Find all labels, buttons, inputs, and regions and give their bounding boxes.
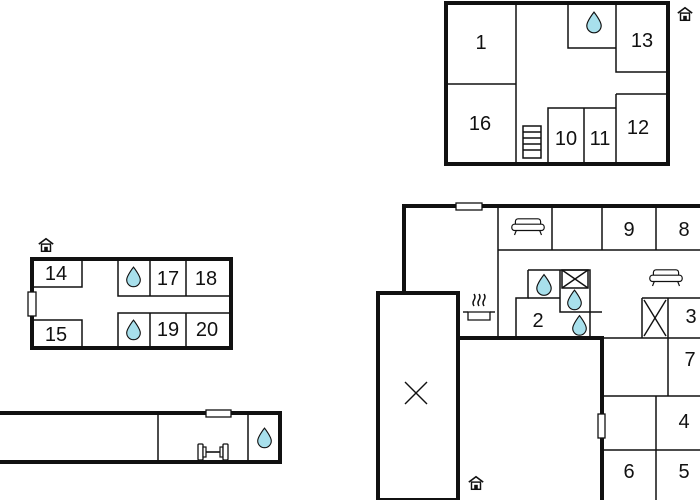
cross-icon	[404, 381, 428, 405]
room-19-label: 19	[157, 319, 179, 341]
house-entrance-icon	[676, 6, 694, 22]
window-icon	[27, 291, 37, 317]
building-bottom-left	[0, 409, 282, 464]
cross-icon	[643, 299, 667, 337]
water-drop-icon	[536, 273, 552, 296]
room-13-label: 13	[631, 30, 653, 52]
water-drop-icon	[572, 315, 587, 336]
tall-room-wall	[376, 291, 460, 500]
house-entrance-icon	[467, 475, 485, 491]
water-drop-icon	[586, 11, 602, 34]
room-16-label: 16	[469, 113, 491, 135]
room-8-label: 8	[678, 219, 689, 241]
sofa-icon	[649, 269, 683, 287]
room-6-label: 6	[623, 461, 634, 483]
inner-wall	[458, 336, 604, 500]
room-9-label: 9	[623, 219, 634, 241]
room-3-label: 3	[685, 306, 696, 328]
building-top-right: 1 13 16 10 11 12	[444, 1, 694, 166]
dumbbell-icon	[197, 443, 229, 461]
water-drop-icon	[126, 319, 141, 341]
room-1-label: 1	[475, 32, 486, 54]
cross-icon	[561, 269, 589, 289]
sofa-icon	[511, 218, 545, 236]
water-drop-icon	[126, 266, 141, 288]
room-20-label: 20	[196, 319, 218, 341]
water-drop-icon	[567, 289, 582, 311]
window-icon	[597, 413, 606, 439]
outer-wall	[0, 411, 282, 464]
room-7-label: 7	[684, 349, 695, 371]
room-17-label: 17	[157, 268, 179, 290]
room-2-label: 2	[532, 310, 543, 332]
room-11-label: 11	[590, 128, 611, 150]
house-entrance-icon	[37, 237, 55, 253]
building-mid-left: 14 15 17 18 19 20	[27, 237, 233, 350]
room-4-label: 4	[678, 411, 689, 433]
room-10-label: 10	[555, 128, 577, 150]
building-bottom-right: 9 8 2 3 7 4 6 5	[376, 202, 700, 500]
room-18-label: 18	[195, 268, 217, 290]
window-icon	[205, 409, 232, 418]
stairs-icon	[522, 125, 542, 159]
room-15-label: 15	[45, 324, 67, 346]
room-14-label: 14	[45, 263, 67, 285]
water-drop-icon	[257, 427, 272, 449]
room-5-label: 5	[678, 461, 689, 483]
cooking-pot-icon	[463, 293, 495, 321]
window-icon	[455, 202, 483, 211]
room-12-label: 12	[627, 117, 649, 139]
